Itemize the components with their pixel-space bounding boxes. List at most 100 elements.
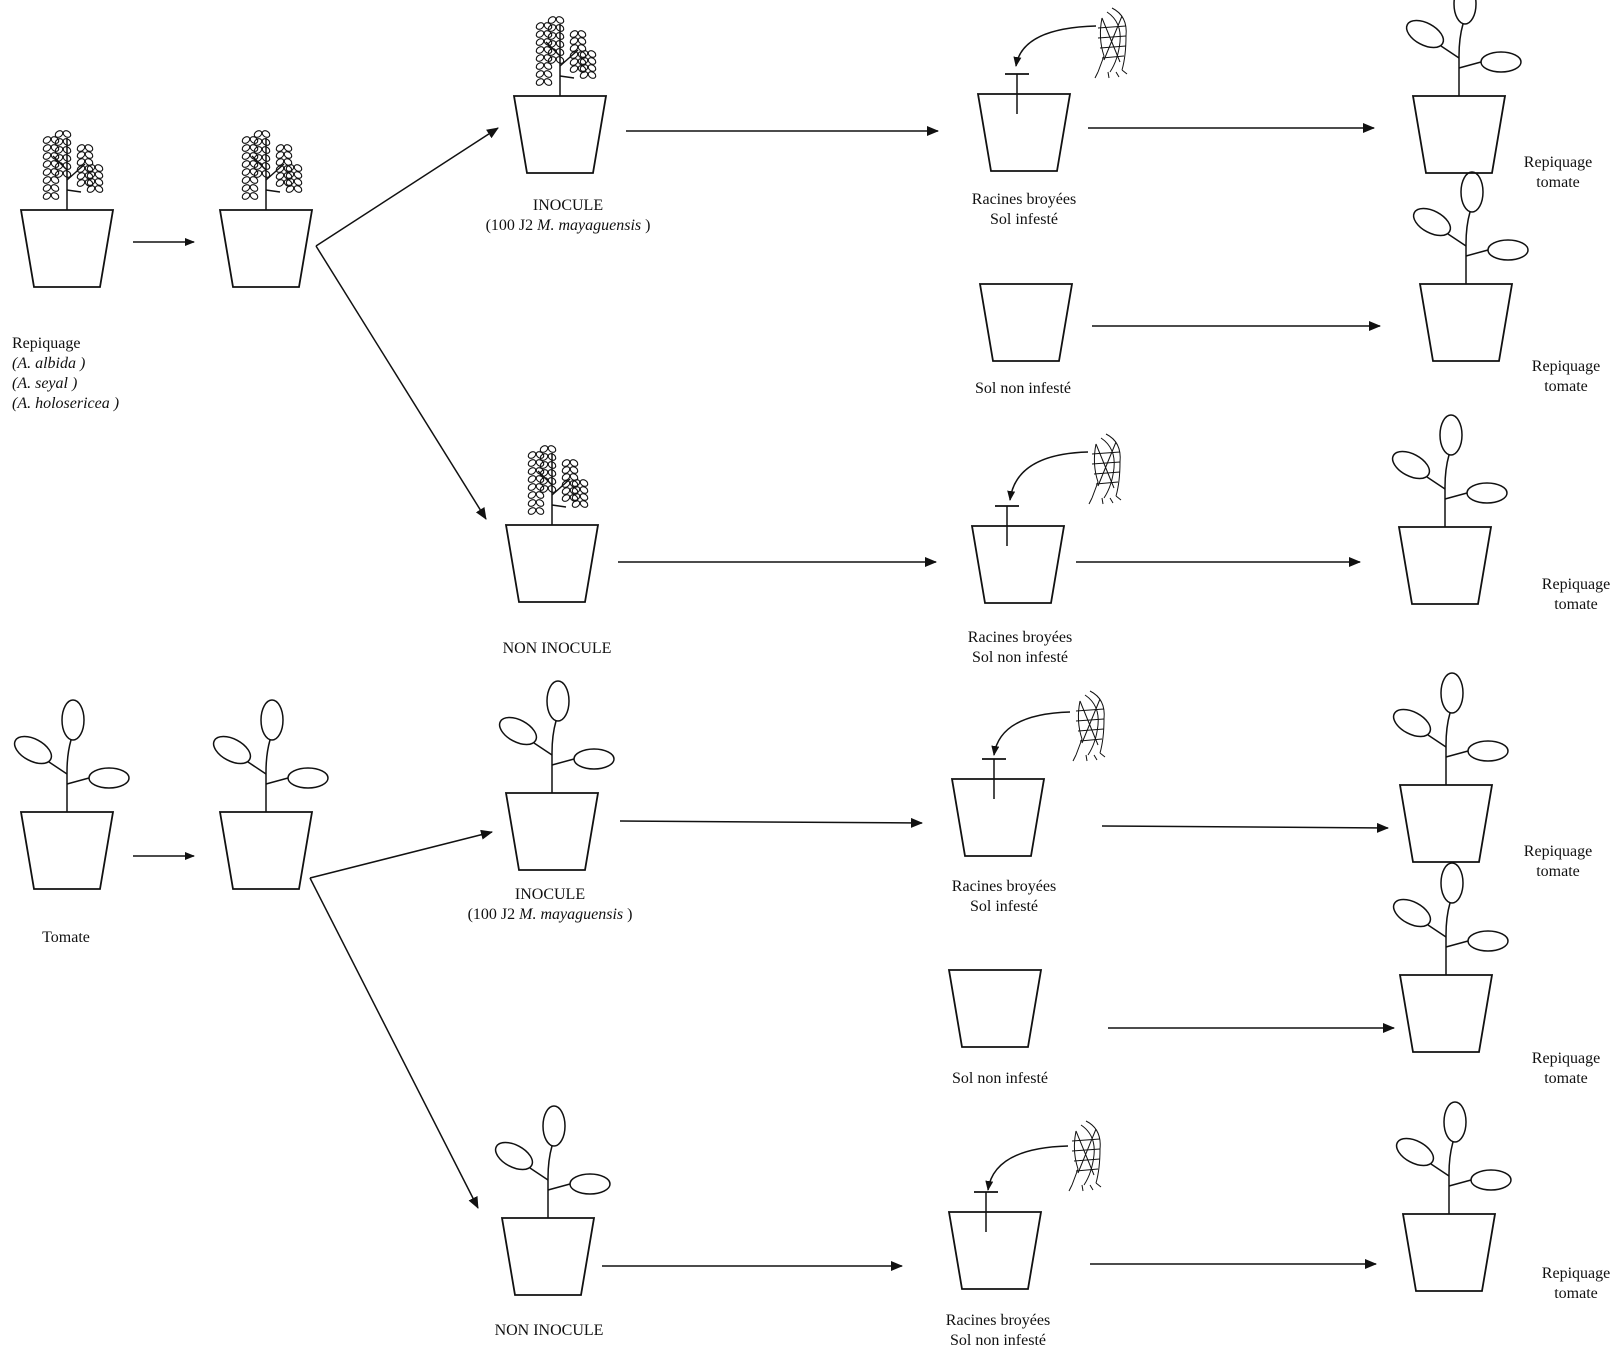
root-strand xyxy=(1097,17,1105,73)
leaflet xyxy=(547,32,557,40)
leaflet xyxy=(241,176,251,184)
plant-stem xyxy=(1444,454,1450,527)
leaflet xyxy=(86,185,96,193)
leaflet xyxy=(539,453,549,461)
leaflet xyxy=(241,184,251,192)
leaflet xyxy=(571,493,581,501)
plant-branch xyxy=(1445,940,1469,948)
pot-19 xyxy=(1401,1213,1497,1292)
plant-branch xyxy=(1444,492,1468,500)
plant-leaf xyxy=(542,1105,566,1147)
leaflet xyxy=(241,168,251,176)
leaflet xyxy=(569,459,579,467)
leaflet xyxy=(527,491,537,499)
leaflet xyxy=(527,499,537,507)
tomato-plant-7 xyxy=(1392,862,1509,975)
inoculated-title: INOCULE xyxy=(514,886,586,903)
plant-leaf xyxy=(1487,239,1529,261)
leaflet xyxy=(285,178,295,186)
leaflet xyxy=(54,162,64,170)
crushed-roots-icon-0 xyxy=(1094,7,1128,79)
leaflet xyxy=(54,170,64,178)
leaflet xyxy=(261,130,271,138)
soil-label-top-3: Racines broyées Sol non infesté xyxy=(968,628,1072,668)
plant-branch xyxy=(1445,750,1469,758)
leaflet xyxy=(527,483,537,491)
plant-leaf xyxy=(61,699,85,741)
leaflet xyxy=(253,170,263,178)
plant-leaf xyxy=(13,735,53,765)
root-strand xyxy=(1080,1124,1095,1186)
plant-leaf xyxy=(287,767,329,789)
stake-1 xyxy=(995,505,1019,546)
plant-branch xyxy=(1458,61,1482,69)
pot-11 xyxy=(218,811,314,890)
transplant-label-6: Repiquage tomate xyxy=(1541,1265,1611,1302)
leaflet xyxy=(42,136,52,144)
leaflet xyxy=(62,146,72,154)
root-strand xyxy=(1106,11,1121,73)
leaflet xyxy=(527,475,537,483)
inoculated-label-bottom: INOCULE (100 J2 M. mayaguensis ) xyxy=(468,885,633,925)
leaflet xyxy=(249,184,259,192)
leaflet xyxy=(569,466,579,474)
not-inoculated-label-bottom: NON INOCULE xyxy=(494,1322,604,1339)
root-tips xyxy=(1072,752,1106,762)
plant-leaf xyxy=(1439,414,1463,456)
plant-leaf xyxy=(1395,1137,1435,1167)
pot-15 xyxy=(947,969,1043,1048)
crushed-roots-label: Racines broyées xyxy=(945,1312,1051,1329)
leaflet xyxy=(547,461,557,469)
leaflet xyxy=(50,192,60,200)
leaflet xyxy=(241,152,251,160)
leaflet xyxy=(249,176,259,184)
plant-leaf xyxy=(1405,19,1445,49)
root-mesh xyxy=(1095,441,1117,489)
transplant-label-5: Repiquage tomate xyxy=(1531,1050,1601,1087)
crushed-roots-icon-3 xyxy=(1068,1120,1102,1192)
pot-1 xyxy=(218,209,314,288)
plant-branch xyxy=(1447,233,1467,247)
leaflet xyxy=(579,493,589,501)
leaflet xyxy=(54,138,64,146)
acacia-species-albida: (A. albida ) xyxy=(12,355,86,372)
leaflet xyxy=(253,146,263,154)
non-infested-soil-label: Sol non infesté xyxy=(972,649,1068,666)
soil-label-bottom-2: Sol non infesté xyxy=(952,1069,1048,1089)
root-mesh xyxy=(1075,1128,1097,1176)
plant-branch xyxy=(559,75,575,79)
leaflet xyxy=(50,176,60,184)
leaflet xyxy=(579,50,589,58)
pot-0 xyxy=(19,209,115,288)
leaflet xyxy=(54,146,64,154)
leaflet xyxy=(535,499,545,507)
leaflet xyxy=(569,51,579,59)
arrow-9 xyxy=(309,829,493,879)
soil-label-bottom-1: Racines broyées Sol infesté xyxy=(952,877,1056,917)
plant-stem xyxy=(551,720,557,793)
root-tips xyxy=(1094,69,1128,79)
plant-leaf xyxy=(1440,672,1464,714)
leaflet xyxy=(539,477,549,485)
crushed-roots-icon-2 xyxy=(1072,690,1106,762)
transplant-label-3: Repiquage tomate xyxy=(1541,576,1611,613)
acacia-plant-0 xyxy=(42,130,104,210)
leaflet xyxy=(547,485,557,493)
leaflet xyxy=(275,165,285,173)
leaflet xyxy=(555,40,565,48)
plant-leaf xyxy=(1460,171,1484,213)
leaflet xyxy=(241,192,251,200)
acacia-plant-1 xyxy=(241,130,303,210)
plant-branch xyxy=(1427,924,1447,938)
root-mesh xyxy=(1071,1138,1101,1172)
leaflet xyxy=(579,500,589,508)
leaflet xyxy=(283,151,293,159)
plant-branch xyxy=(265,189,281,193)
leaflet xyxy=(527,467,537,475)
plant-stem xyxy=(1445,712,1451,785)
leaflet xyxy=(253,162,263,170)
tomato-plant-5 xyxy=(498,680,615,793)
tomato-plant-8 xyxy=(494,1105,611,1218)
not-inoculated-label-top: NON INOCULE xyxy=(502,640,612,657)
leaflet xyxy=(543,70,553,78)
